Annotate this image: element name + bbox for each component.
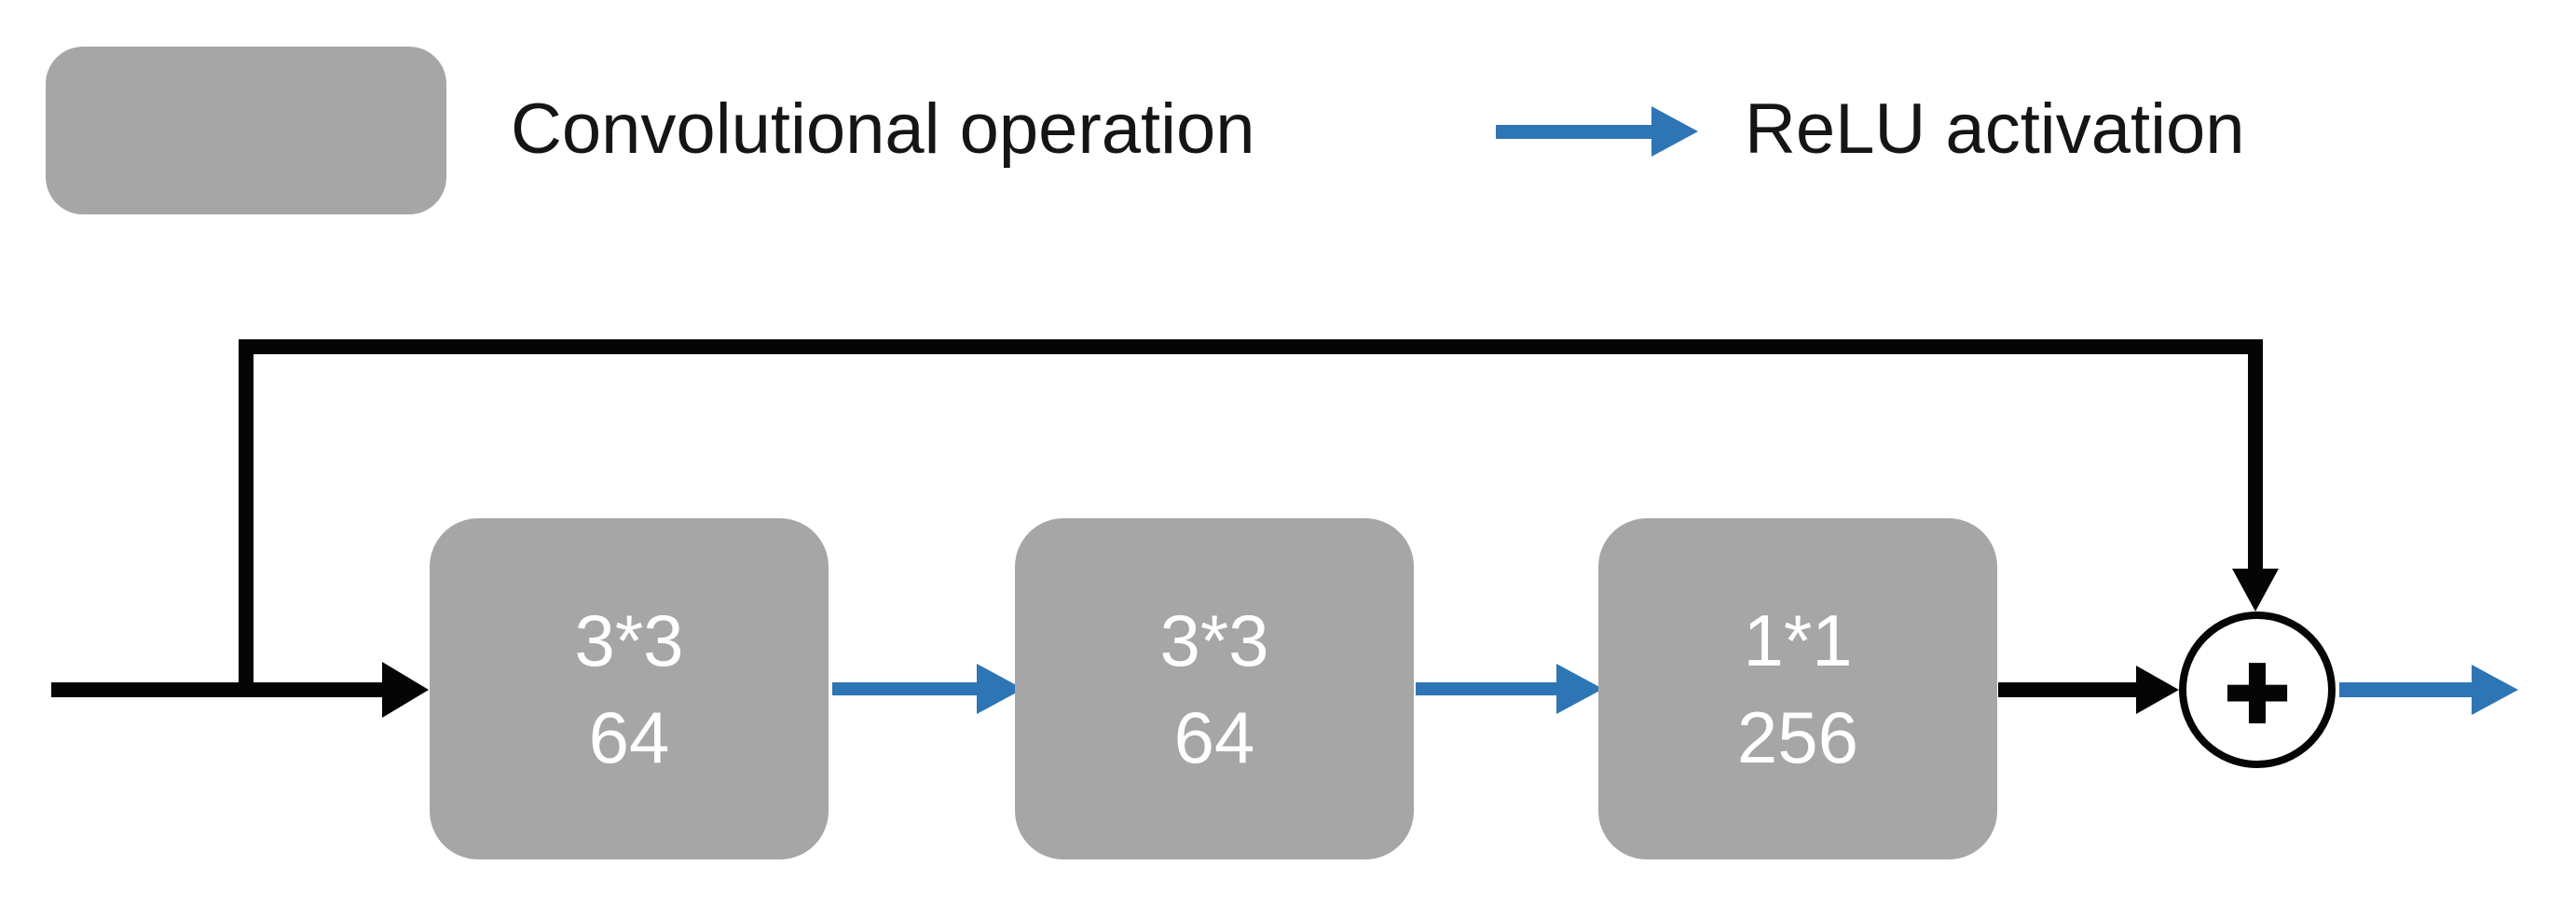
conv-block-1: 3*3 64 [430, 518, 829, 859]
conv-block-2-filters-label: 64 [1173, 696, 1255, 778]
output-arrow-head [2472, 665, 2518, 715]
input-arrow-shaft [51, 682, 382, 697]
relu-arrow-2-head [1556, 664, 1603, 714]
conv-block-1-filters-label: 64 [588, 696, 670, 778]
conv-block-3-filters-label: 256 [1736, 696, 1859, 778]
skip-branch-vertical-line [239, 339, 253, 697]
skip-drop-vertical-line [2248, 339, 2263, 570]
sum-input-arrow-shaft [1998, 682, 2136, 697]
skip-top-horizontal-line [239, 339, 2263, 354]
sum-node: + [2179, 612, 2336, 768]
conv-operation-swatch [46, 47, 446, 214]
relu-arrow-head [1651, 106, 1698, 157]
conv-legend-label: Convolutional operation [511, 89, 1255, 169]
conv-block-2: 3*3 64 [1015, 518, 1414, 859]
relu-arrow-1-shaft [832, 682, 977, 695]
conv-block-3: 1*1 256 [1598, 518, 1997, 859]
skip-arrow-head [2232, 569, 2279, 612]
output-arrow-shaft [2339, 682, 2472, 697]
relu-arrow-2-shaft [1416, 682, 1556, 695]
conv-block-1-kernel-label: 3*3 [574, 599, 684, 681]
conv-block-2-kernel-label: 3*3 [1159, 599, 1269, 681]
input-arrow-head [382, 662, 429, 718]
sum-input-arrow-head [2136, 666, 2179, 714]
conv-block-3-kernel-label: 1*1 [1743, 599, 1853, 681]
relu-arrow-shaft [1496, 125, 1651, 139]
plus-icon: + [2223, 631, 2292, 754]
relu-legend-label: ReLU activation [1745, 89, 2245, 169]
